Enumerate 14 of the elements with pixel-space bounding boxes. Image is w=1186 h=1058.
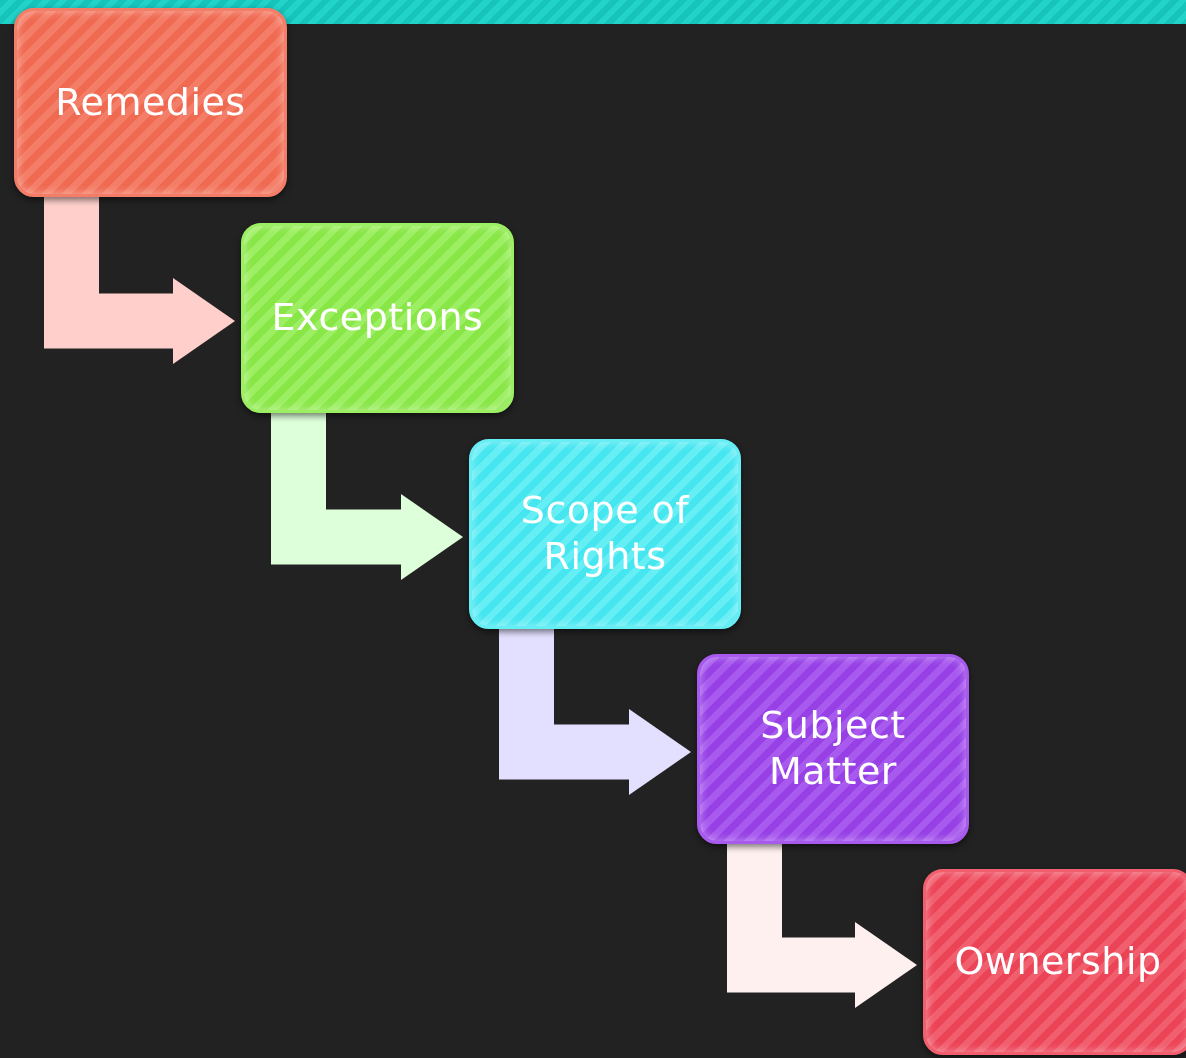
bent-arrow bbox=[727, 844, 917, 1008]
step-box bbox=[923, 869, 1186, 1055]
step-box bbox=[469, 439, 741, 629]
step-box bbox=[14, 8, 287, 197]
bent-arrow bbox=[44, 197, 235, 364]
step-label: Subject Matter bbox=[759, 703, 907, 795]
step-box bbox=[697, 654, 969, 844]
step-label: Exceptions bbox=[271, 295, 484, 341]
step-box bbox=[241, 223, 514, 413]
step-label: Scope of Rights bbox=[519, 488, 691, 580]
step-label: Ownership bbox=[954, 939, 1162, 985]
bent-arrow bbox=[271, 413, 463, 580]
bent-arrow bbox=[499, 629, 691, 795]
step-label: Remedies bbox=[55, 79, 246, 126]
